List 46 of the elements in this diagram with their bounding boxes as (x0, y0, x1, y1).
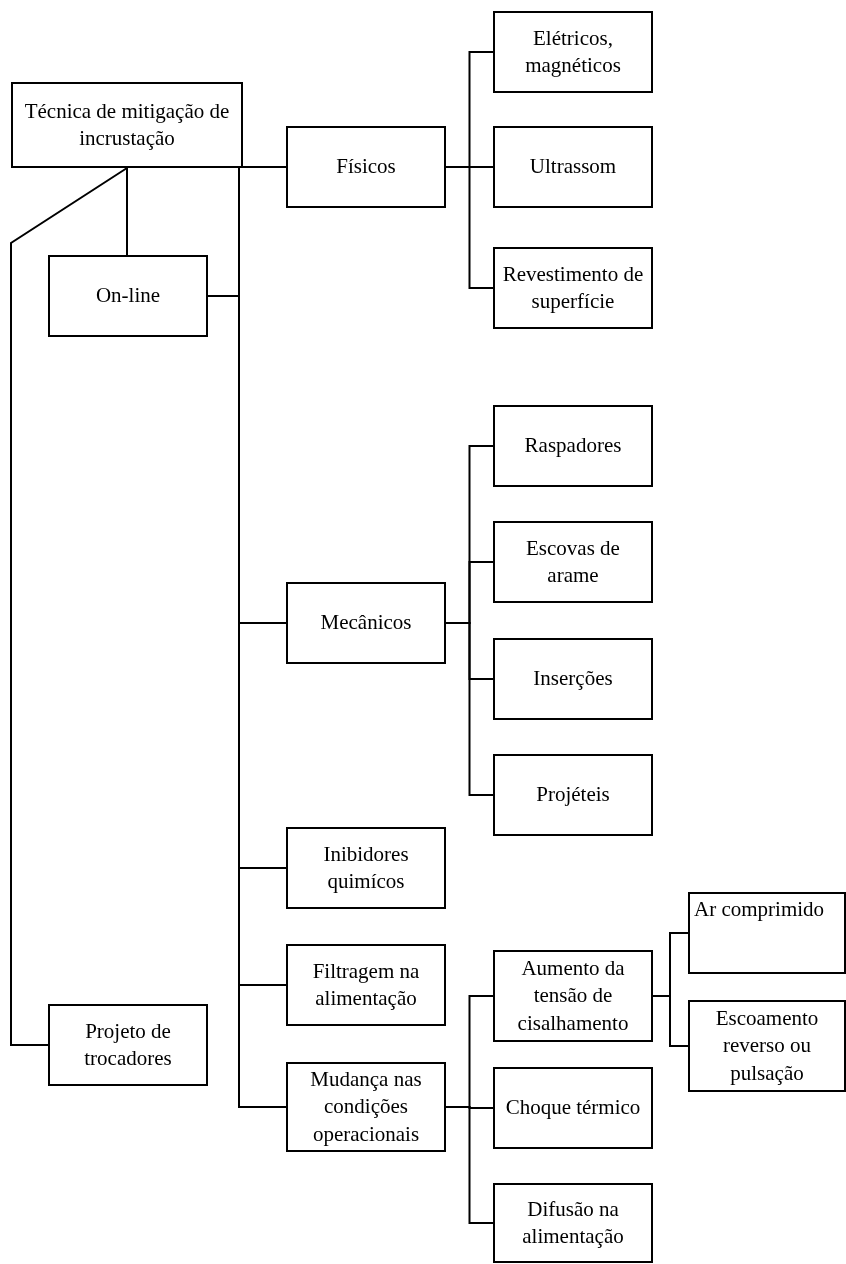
box-label: Difusão na alimentação (521, 1195, 625, 1250)
box-label: Inserções (533, 665, 613, 693)
box-label: Elétricos, magnéticos (524, 24, 622, 79)
connector-line (445, 622, 494, 796)
box-label: Mecânicos (320, 609, 412, 637)
category-box (688, 892, 846, 974)
box-label: Técnica de mitigação de incrustação (23, 97, 231, 152)
connector-line (445, 166, 494, 289)
category-box (493, 11, 653, 93)
category-box (493, 1067, 653, 1149)
category-box (688, 1000, 846, 1092)
box-label: Escovas de arame (525, 534, 621, 589)
category-box (11, 82, 243, 168)
category-box (493, 1183, 653, 1263)
category-box (493, 521, 653, 603)
box-label: Projeto de trocadores (83, 1017, 173, 1072)
category-box (48, 255, 208, 337)
category-box (286, 582, 446, 664)
box-label: On-line (95, 282, 161, 310)
box-label: Revestimento de superfície (501, 260, 645, 315)
box-label: Projéteis (536, 781, 610, 809)
box-label: Físicos (336, 153, 396, 181)
category-box (493, 247, 653, 329)
connector-line (10, 167, 128, 1046)
box-label: Escoamento reverso ou pulsação (714, 1005, 820, 1087)
category-box (286, 827, 446, 909)
connector-line (126, 167, 128, 256)
connector-line (445, 1106, 494, 1224)
box-label: Raspadores (524, 432, 622, 460)
category-box (493, 754, 653, 836)
category-box (286, 944, 446, 1026)
category-box (286, 126, 446, 208)
box-label: Filtragem na alimentação (311, 957, 421, 1012)
box-label: Aumento da tensão de cisalhamento (516, 955, 630, 1037)
category-box (286, 1062, 446, 1152)
box-label: Choque térmico (505, 1094, 641, 1122)
category-box (493, 405, 653, 487)
category-box (48, 1004, 208, 1086)
category-box (493, 950, 653, 1042)
box-label: Ultrassom (529, 153, 617, 181)
category-box (493, 638, 653, 720)
box-label: Inibidores quimícos (322, 840, 410, 895)
category-box (493, 126, 653, 208)
connector-line (652, 995, 689, 1047)
box-label: Ar comprimido (694, 896, 825, 923)
box-label: Mudança nas condições operacionais (309, 1066, 423, 1148)
